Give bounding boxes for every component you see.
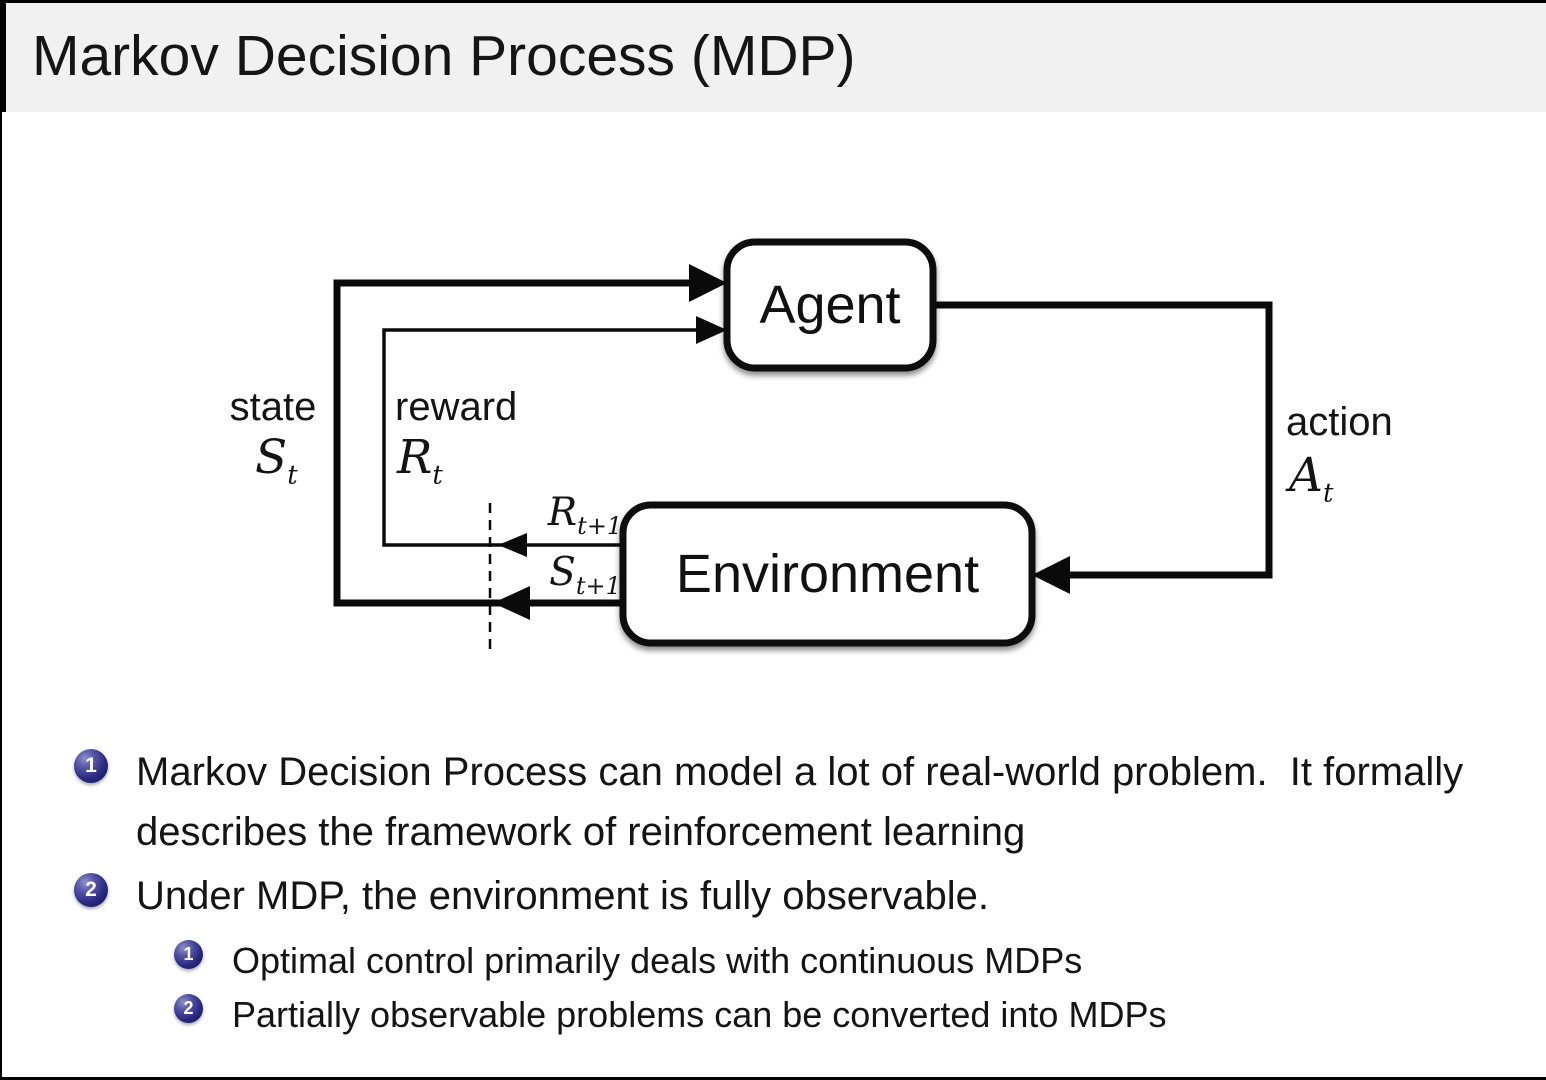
reward-symbol: Rt — [397, 430, 443, 491]
environment-box-label: Environment — [675, 544, 980, 604]
sub-bullet-number-badge: 2 — [174, 994, 203, 1023]
sub-bullet-number-badge: 1 — [174, 940, 203, 969]
bottom-border-line — [0, 1077, 1546, 1080]
next-state-symbol: St+1 — [549, 550, 621, 600]
sub-bullet-text: Optimal control primarily deals with con… — [232, 940, 1083, 981]
bullet-number-badge: 1 — [74, 749, 108, 783]
action-path-line — [933, 301, 1273, 579]
list-item: 2 Partially observable problems can be c… — [174, 988, 1166, 1041]
mdp-loop-lines — [333, 238, 1273, 652]
action-arrowhead-into-environment — [1032, 556, 1070, 594]
next-reward-arrowhead — [498, 533, 527, 557]
left-border-line-header — [0, 0, 6, 112]
slide-header: Markov Decision Process (MDP) — [0, 0, 1546, 112]
list-item: 1 Markov Decision Process can model a lo… — [74, 742, 1516, 862]
agent-box — [723, 238, 937, 372]
action-label: action — [1286, 400, 1393, 444]
mdp-loop-diagram: Agent Environment state St reward Rt act… — [200, 190, 1410, 710]
state-path-line — [333, 279, 700, 607]
agent-box-label: Agent — [759, 275, 901, 335]
bullet-text: Under MDP, the environment is fully obse… — [136, 874, 990, 918]
reward-arrowhead-into-agent — [696, 316, 727, 344]
state-label: state — [229, 385, 317, 429]
next-state-arrowhead — [493, 586, 530, 620]
reward-label: reward — [395, 385, 518, 429]
state-symbol: St — [255, 430, 298, 491]
list-item: 1 Optimal control primarily deals with c… — [174, 934, 1082, 987]
top-border-line — [0, 0, 1546, 3]
bullet-text: Markov Decision Process can model a lot … — [136, 750, 1475, 854]
page-title: Markov Decision Process (MDP) — [32, 24, 856, 88]
list-item: 2 Under MDP, the environment is fully ob… — [74, 866, 1516, 926]
environment-box — [619, 501, 1036, 647]
bullet-number-badge: 2 — [74, 873, 108, 907]
sub-bullet-text: Partially observable problems can be con… — [232, 994, 1167, 1035]
left-border-line-body — [0, 112, 2, 1080]
state-arrowhead-into-agent — [689, 264, 727, 302]
next-reward-symbol: Rt+1 — [547, 490, 623, 540]
action-symbol: At — [1289, 448, 1334, 509]
